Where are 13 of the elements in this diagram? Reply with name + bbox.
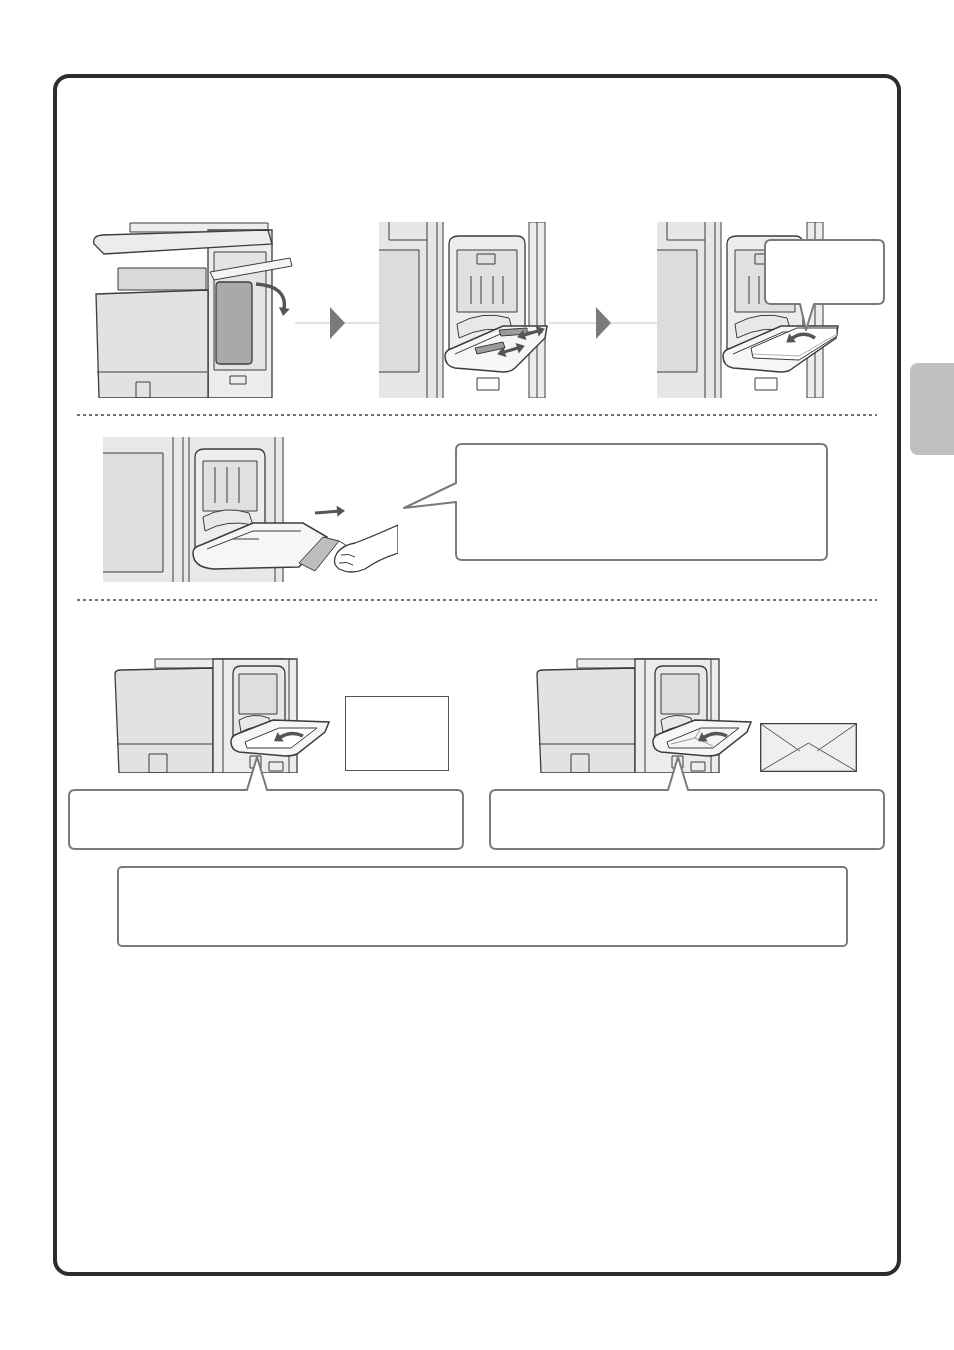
arrow (294, 307, 380, 339)
bypass-tray-drawing (535, 658, 752, 773)
speech-bubble (68, 756, 464, 850)
tray-extension-drawing (103, 437, 398, 582)
envelope-drawing (760, 723, 857, 772)
bypass-tray-drawing (113, 658, 330, 773)
speech-bubble (489, 756, 885, 850)
copier-drawing (90, 222, 295, 398)
speech-bubble (403, 443, 828, 561)
note-box (117, 866, 848, 947)
bypass-tray-drawing (379, 222, 549, 398)
paper-sheet (345, 696, 449, 771)
arrow (548, 307, 658, 339)
